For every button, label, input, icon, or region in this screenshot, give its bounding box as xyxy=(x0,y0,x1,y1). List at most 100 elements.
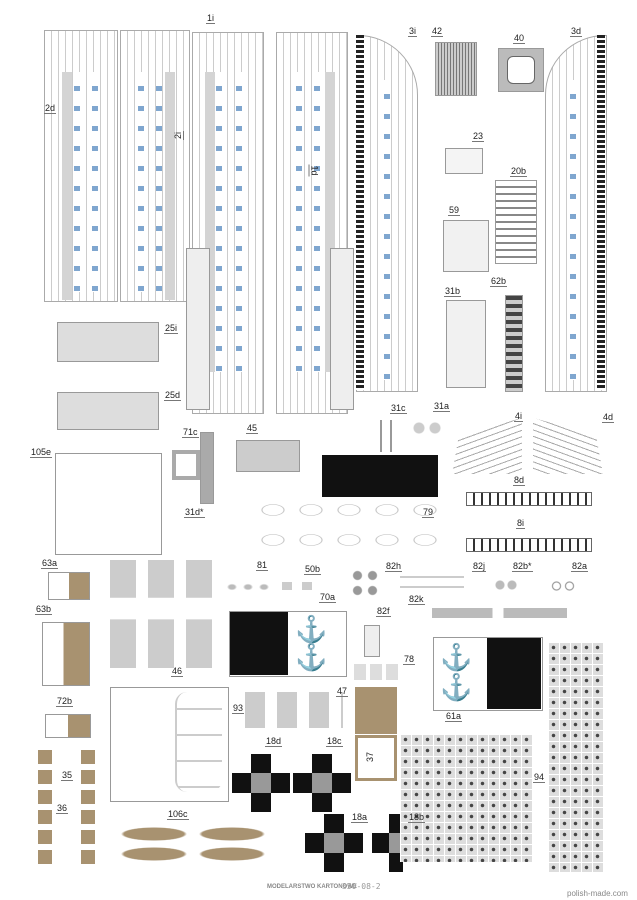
part-62b xyxy=(505,295,523,392)
part-82b xyxy=(494,580,518,590)
part-47 xyxy=(245,692,343,728)
part-31b xyxy=(446,300,486,388)
label-82b: 82b* xyxy=(512,561,533,572)
label-25i: 25i xyxy=(164,323,179,334)
label-46: 46 xyxy=(171,666,184,677)
label-47: 47 xyxy=(336,686,349,697)
part-82f xyxy=(364,625,380,657)
part-70a-black xyxy=(230,612,288,675)
part-78 xyxy=(354,664,400,680)
label-3d: 3d xyxy=(570,26,583,37)
part-94-grid-a xyxy=(548,642,603,872)
part-40-opening xyxy=(507,56,535,84)
label-50b: 50b xyxy=(304,564,322,575)
label-31c: 31c xyxy=(390,403,407,414)
hull-part-1i-lower xyxy=(186,248,210,410)
hull-part-1d-band xyxy=(325,72,335,372)
part-79 xyxy=(255,498,445,558)
label-3i: 3i xyxy=(408,26,418,37)
part-8i xyxy=(466,538,592,552)
windows-3i xyxy=(384,80,390,380)
hull-part-2d-band xyxy=(62,72,72,300)
hull-part-1d-lower xyxy=(330,248,354,410)
part-45 xyxy=(236,440,300,472)
label-42: 42 xyxy=(431,26,444,37)
part-18c xyxy=(293,754,351,812)
windows-1i xyxy=(216,72,222,372)
part-71c xyxy=(200,432,214,504)
label-70a: 70a xyxy=(319,592,337,603)
label-18a: 18a xyxy=(351,812,369,823)
part-82a xyxy=(550,580,576,592)
part-81 xyxy=(224,582,274,592)
anchor-icon: ⚓⚓ xyxy=(295,614,328,672)
part-35-36-right xyxy=(81,750,95,868)
part-4d xyxy=(533,418,603,474)
part-105e xyxy=(55,453,162,555)
label-61a: 61a xyxy=(445,711,463,722)
label-31d: 31d* xyxy=(184,507,205,518)
label-59: 59 xyxy=(448,205,461,216)
windows-2d-b xyxy=(92,72,98,292)
windows-1d xyxy=(296,72,302,372)
label-25d: 25d xyxy=(164,390,182,401)
part-31a xyxy=(413,422,441,434)
part-82j xyxy=(400,576,464,588)
part-42 xyxy=(435,42,477,96)
label-18b: 18b xyxy=(408,812,426,823)
label-37: 37 xyxy=(365,751,376,763)
part-63b xyxy=(42,622,90,686)
label-82j: 82j xyxy=(472,561,487,572)
part-61a-black xyxy=(487,638,541,709)
hull-part-2i xyxy=(120,30,190,302)
windows-1i-b xyxy=(236,72,242,372)
part-8d xyxy=(466,492,592,506)
label-8i: 8i xyxy=(516,518,526,529)
label-105e: 105e xyxy=(30,447,53,458)
part-94-grid-b xyxy=(400,734,532,862)
label-8d: 8d xyxy=(513,475,526,486)
part-37 xyxy=(355,735,397,781)
label-94: 94 xyxy=(533,772,546,783)
hull-part-3d xyxy=(545,35,607,392)
part-50b xyxy=(282,582,314,590)
label-4i: 4i xyxy=(514,411,524,422)
footer-code: 350-08-2 xyxy=(342,882,381,891)
windows-2d xyxy=(74,72,80,292)
label-31a: 31a xyxy=(433,401,451,412)
part-35-36-left xyxy=(38,750,52,868)
hull-part-3d-edge xyxy=(597,35,605,390)
label-93: 93 xyxy=(232,703,245,714)
hull-part-1i-band xyxy=(205,72,215,372)
part-82h xyxy=(350,568,380,598)
label-4d: 4d xyxy=(602,412,615,423)
windows-2i-b xyxy=(156,72,162,292)
part-46 xyxy=(110,560,220,668)
part-25d xyxy=(57,392,159,430)
label-20b: 20b xyxy=(510,166,528,177)
part-59 xyxy=(443,220,489,272)
windows-3d xyxy=(570,80,576,380)
part-63a xyxy=(48,572,90,600)
anchor-icon-2: ⚓⚓ xyxy=(440,642,473,702)
part-23 xyxy=(445,148,483,174)
label-82a: 82a xyxy=(571,561,589,572)
label-18c: 18c xyxy=(326,736,343,747)
label-2i: 2i xyxy=(173,130,185,141)
label-79: 79 xyxy=(422,507,435,518)
hull-part-3i-edge xyxy=(356,35,364,390)
label-78: 78 xyxy=(403,654,416,665)
part-4i xyxy=(452,418,522,474)
footer-site: polish-made.com xyxy=(567,889,628,898)
part-20b xyxy=(495,180,537,264)
part-106c-boats xyxy=(115,824,270,864)
label-63b: 63b xyxy=(35,604,53,615)
part-18d xyxy=(232,754,290,812)
label-31b: 31b xyxy=(444,286,462,297)
label-63a: 63a xyxy=(41,558,59,569)
windows-2i xyxy=(138,72,144,292)
footer-brand: MODELARSTWO KARTONOWE xyxy=(267,884,357,890)
black-panel xyxy=(322,455,438,497)
hull-part-2i-band xyxy=(165,72,175,300)
label-82f: 82f xyxy=(376,606,391,617)
